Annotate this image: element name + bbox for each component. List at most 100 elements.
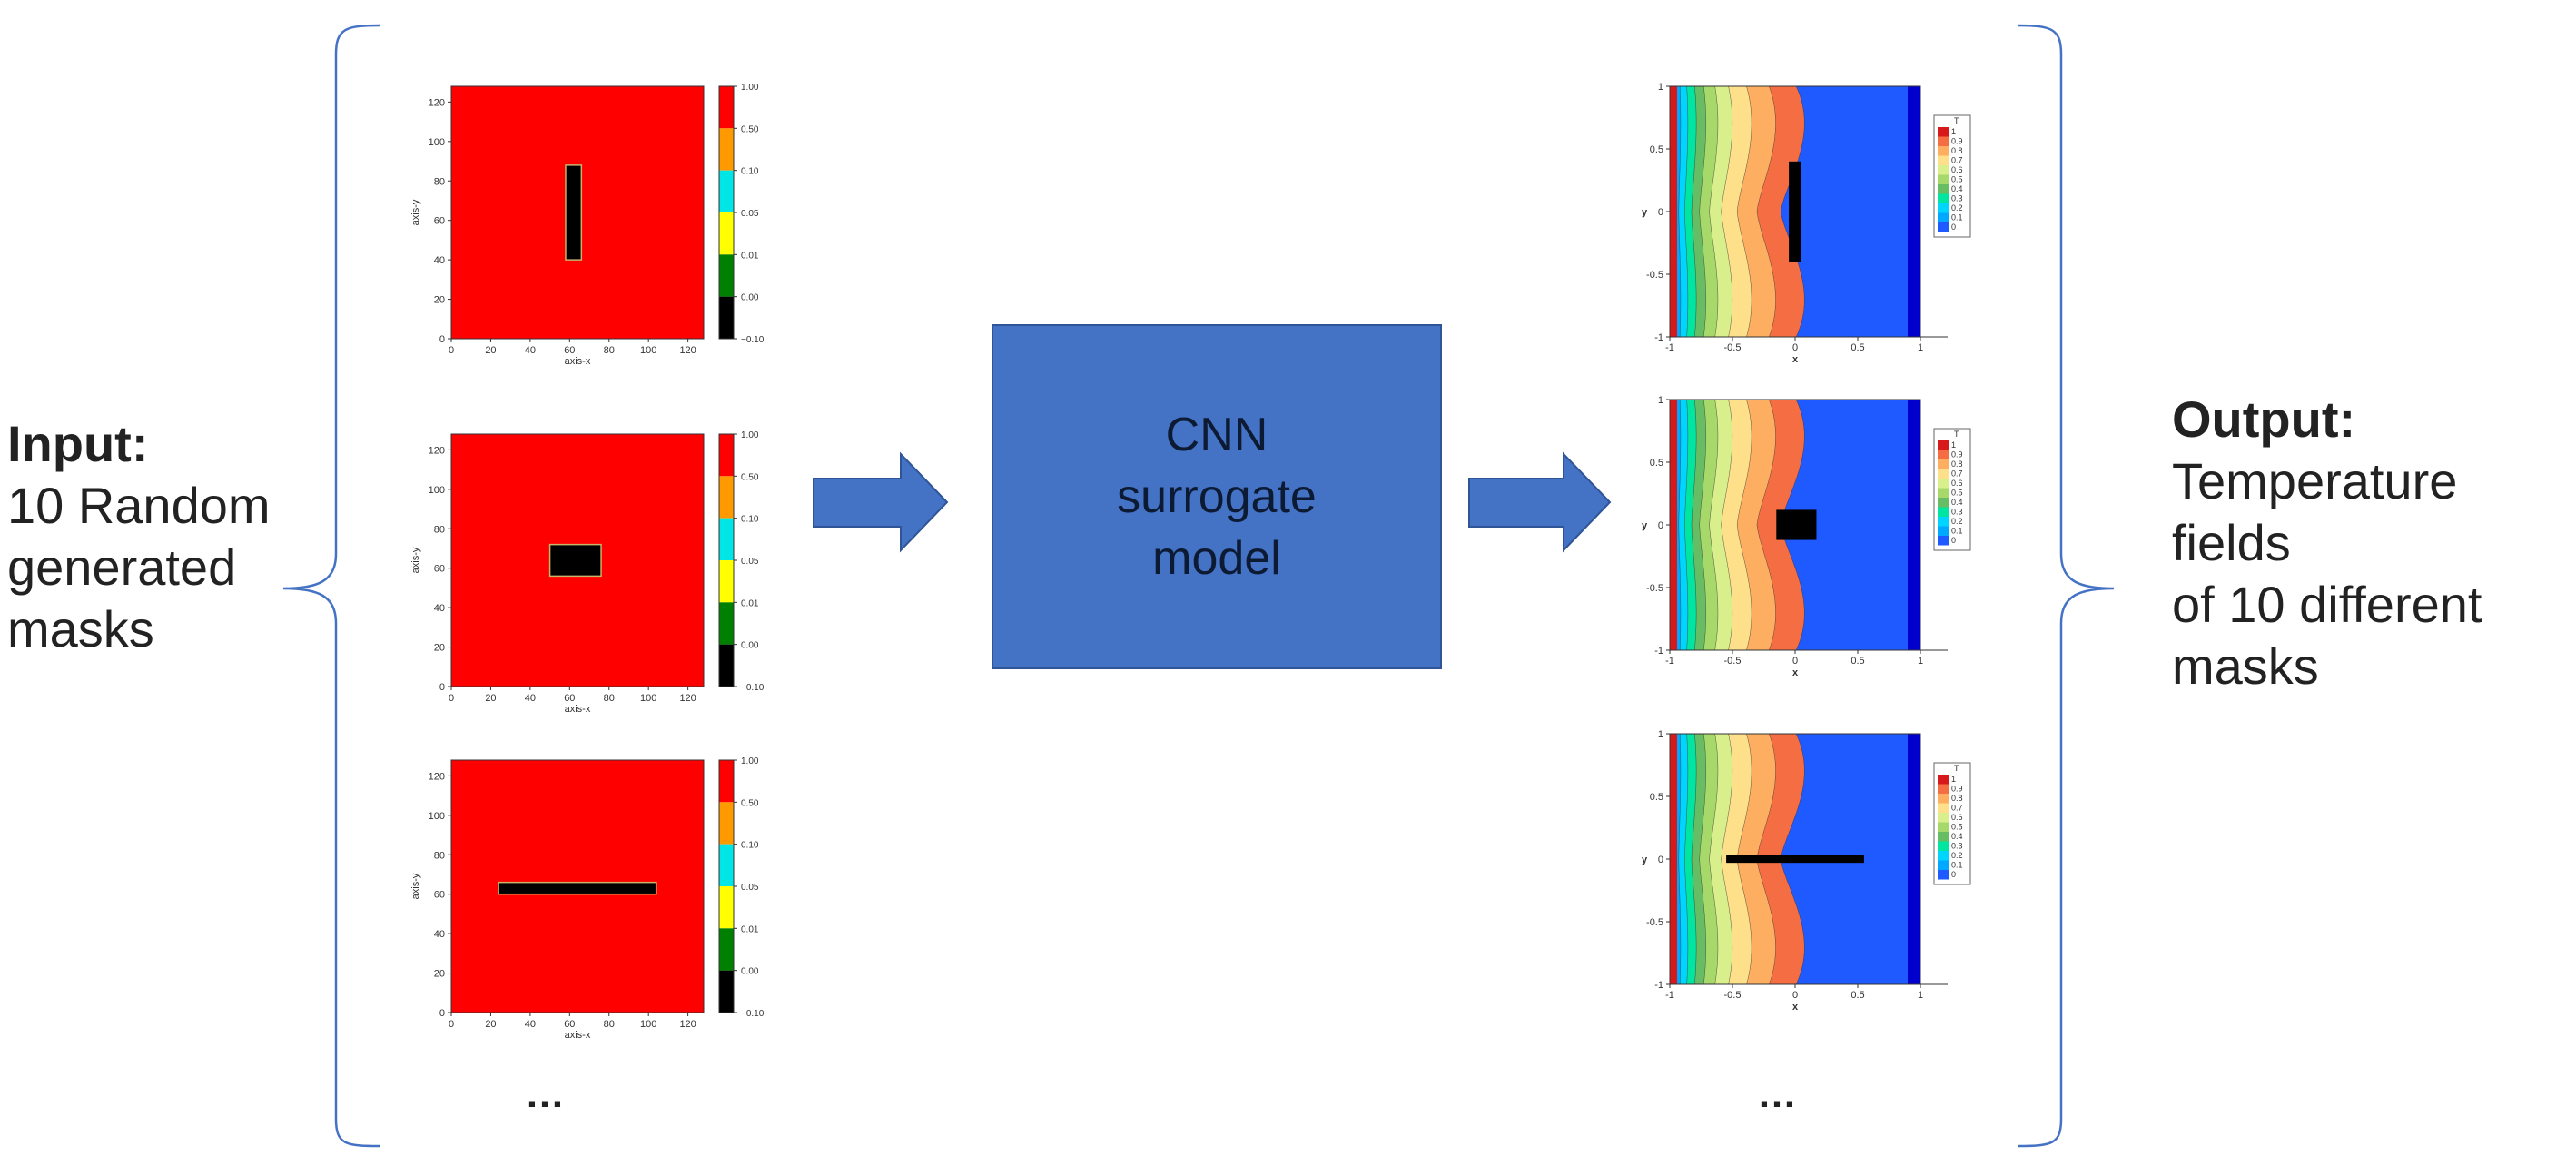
legend-value: 0.6 (1951, 813, 1963, 822)
colorbar-tick-label: 0.50 (741, 124, 759, 134)
input-ellipsis: … (525, 1072, 565, 1116)
legend-value: 0.2 (1951, 517, 1963, 526)
y-tick-label: -1 (1654, 980, 1663, 991)
legend-swatch (1938, 860, 1949, 870)
legend-swatch (1938, 459, 1949, 469)
colorbar-segment (719, 886, 734, 929)
x-tick-label: 20 (485, 1019, 496, 1030)
x-tick-label: 100 (640, 693, 656, 704)
legend-swatch (1938, 212, 1949, 222)
legend-title: T (1954, 116, 1959, 125)
mask-obstacle (548, 543, 602, 578)
y-tick-label: 100 (429, 811, 445, 822)
legend-value: 0.1 (1951, 213, 1963, 222)
colorbar-segment (719, 476, 734, 519)
x-tick-label: -1 (1665, 342, 1674, 353)
legend-value: 0.2 (1951, 203, 1963, 212)
x-tick-label: -1 (1665, 990, 1674, 1001)
cnn-model-box: CNN surrogate model (992, 324, 1442, 669)
colorbar-segment (719, 928, 734, 971)
x-tick-label: 60 (564, 693, 575, 704)
x-tick-label: 0 (1792, 342, 1798, 353)
mask-obstacle (565, 164, 583, 261)
colorbar-tick-label: 0.01 (741, 251, 759, 261)
legend-swatch (1938, 155, 1949, 165)
x-tick-label: 0 (449, 693, 454, 704)
x-tick-label: 0 (449, 345, 454, 356)
y-axis-label: y (1642, 520, 1648, 531)
mask-obstacle (498, 881, 657, 895)
legend-value: 0.3 (1951, 842, 1963, 851)
legend-value: 0.9 (1951, 137, 1963, 146)
y-tick-label: -1 (1654, 646, 1663, 657)
x-tick-label: 0 (1792, 656, 1798, 667)
contour-field (1670, 86, 1920, 337)
legend-swatch (1938, 165, 1949, 175)
y-tick-label: 0 (439, 334, 445, 345)
y-tick-label: 1 (1658, 729, 1663, 740)
colorbar-segment (719, 970, 734, 1013)
hot-edge-band (1670, 400, 1677, 650)
colorbar-segment (719, 760, 734, 803)
obstacle (1789, 161, 1801, 262)
y-tick-label: 120 (429, 771, 445, 782)
legend-value: 0.3 (1951, 194, 1963, 203)
y-axis-label: y (1642, 855, 1648, 865)
legend-swatch (1938, 517, 1949, 527)
y-tick-label: 80 (434, 850, 445, 861)
input-label: Input: 10 Random generated masks (7, 413, 271, 660)
output-line-1: Temperature fields (2172, 452, 2458, 571)
colorbar-segment (719, 560, 734, 603)
model-line-1: CNN (1165, 409, 1268, 461)
legend-swatch (1938, 526, 1949, 536)
right-brace (2017, 24, 2115, 1148)
legend-value: 0.2 (1951, 851, 1963, 860)
obstacle (1776, 509, 1817, 540)
legend-value: 0.7 (1951, 469, 1963, 479)
x-tick-label: 20 (485, 345, 496, 356)
y-tick-label: 1 (1658, 82, 1663, 93)
legend-value: 0.9 (1951, 785, 1963, 794)
x-tick-label: 1 (1918, 656, 1923, 667)
model-line-3: model (1152, 532, 1281, 585)
legend-title: T (1954, 764, 1959, 773)
legend-swatch (1938, 146, 1949, 156)
legend-swatch (1938, 870, 1949, 880)
colorbar-segment (719, 296, 734, 339)
colorbar-segment (719, 518, 734, 560)
y-tick-label: 100 (429, 137, 445, 148)
colorbar-segment (719, 254, 734, 297)
input-title: Input: (7, 415, 149, 472)
input-line-3: masks (7, 600, 154, 657)
y-axis-label: axis-y (410, 547, 421, 573)
colorbar-tick-label: −0.10 (741, 1009, 765, 1019)
colorbar-tick-label: 0.50 (741, 472, 759, 482)
colorbar-segment (719, 802, 734, 845)
legend-swatch (1938, 803, 1949, 813)
x-tick-label: 80 (604, 1019, 615, 1030)
colorbar-tick-label: 1.00 (741, 430, 759, 440)
y-tick-label: 20 (434, 295, 445, 306)
y-axis-label: axis-y (410, 873, 421, 899)
legend-swatch (1938, 136, 1949, 146)
x-axis-label: x (1792, 667, 1799, 678)
contour-field (1670, 400, 1920, 650)
legend-value: 0.3 (1951, 508, 1963, 517)
x-tick-label: 0 (1792, 990, 1798, 1001)
legend-value: 0.7 (1951, 804, 1963, 813)
x-tick-label: -0.5 (1724, 342, 1742, 353)
x-tick-label: 40 (525, 345, 536, 356)
legend-value: 0.8 (1951, 794, 1963, 803)
legend-swatch (1938, 498, 1949, 508)
cold-edge-band (1908, 734, 1920, 984)
y-tick-label: 60 (434, 890, 445, 901)
y-tick-label: 0.5 (1650, 144, 1663, 155)
x-axis-label: axis-x (565, 1030, 591, 1041)
legend-swatch (1938, 851, 1949, 861)
